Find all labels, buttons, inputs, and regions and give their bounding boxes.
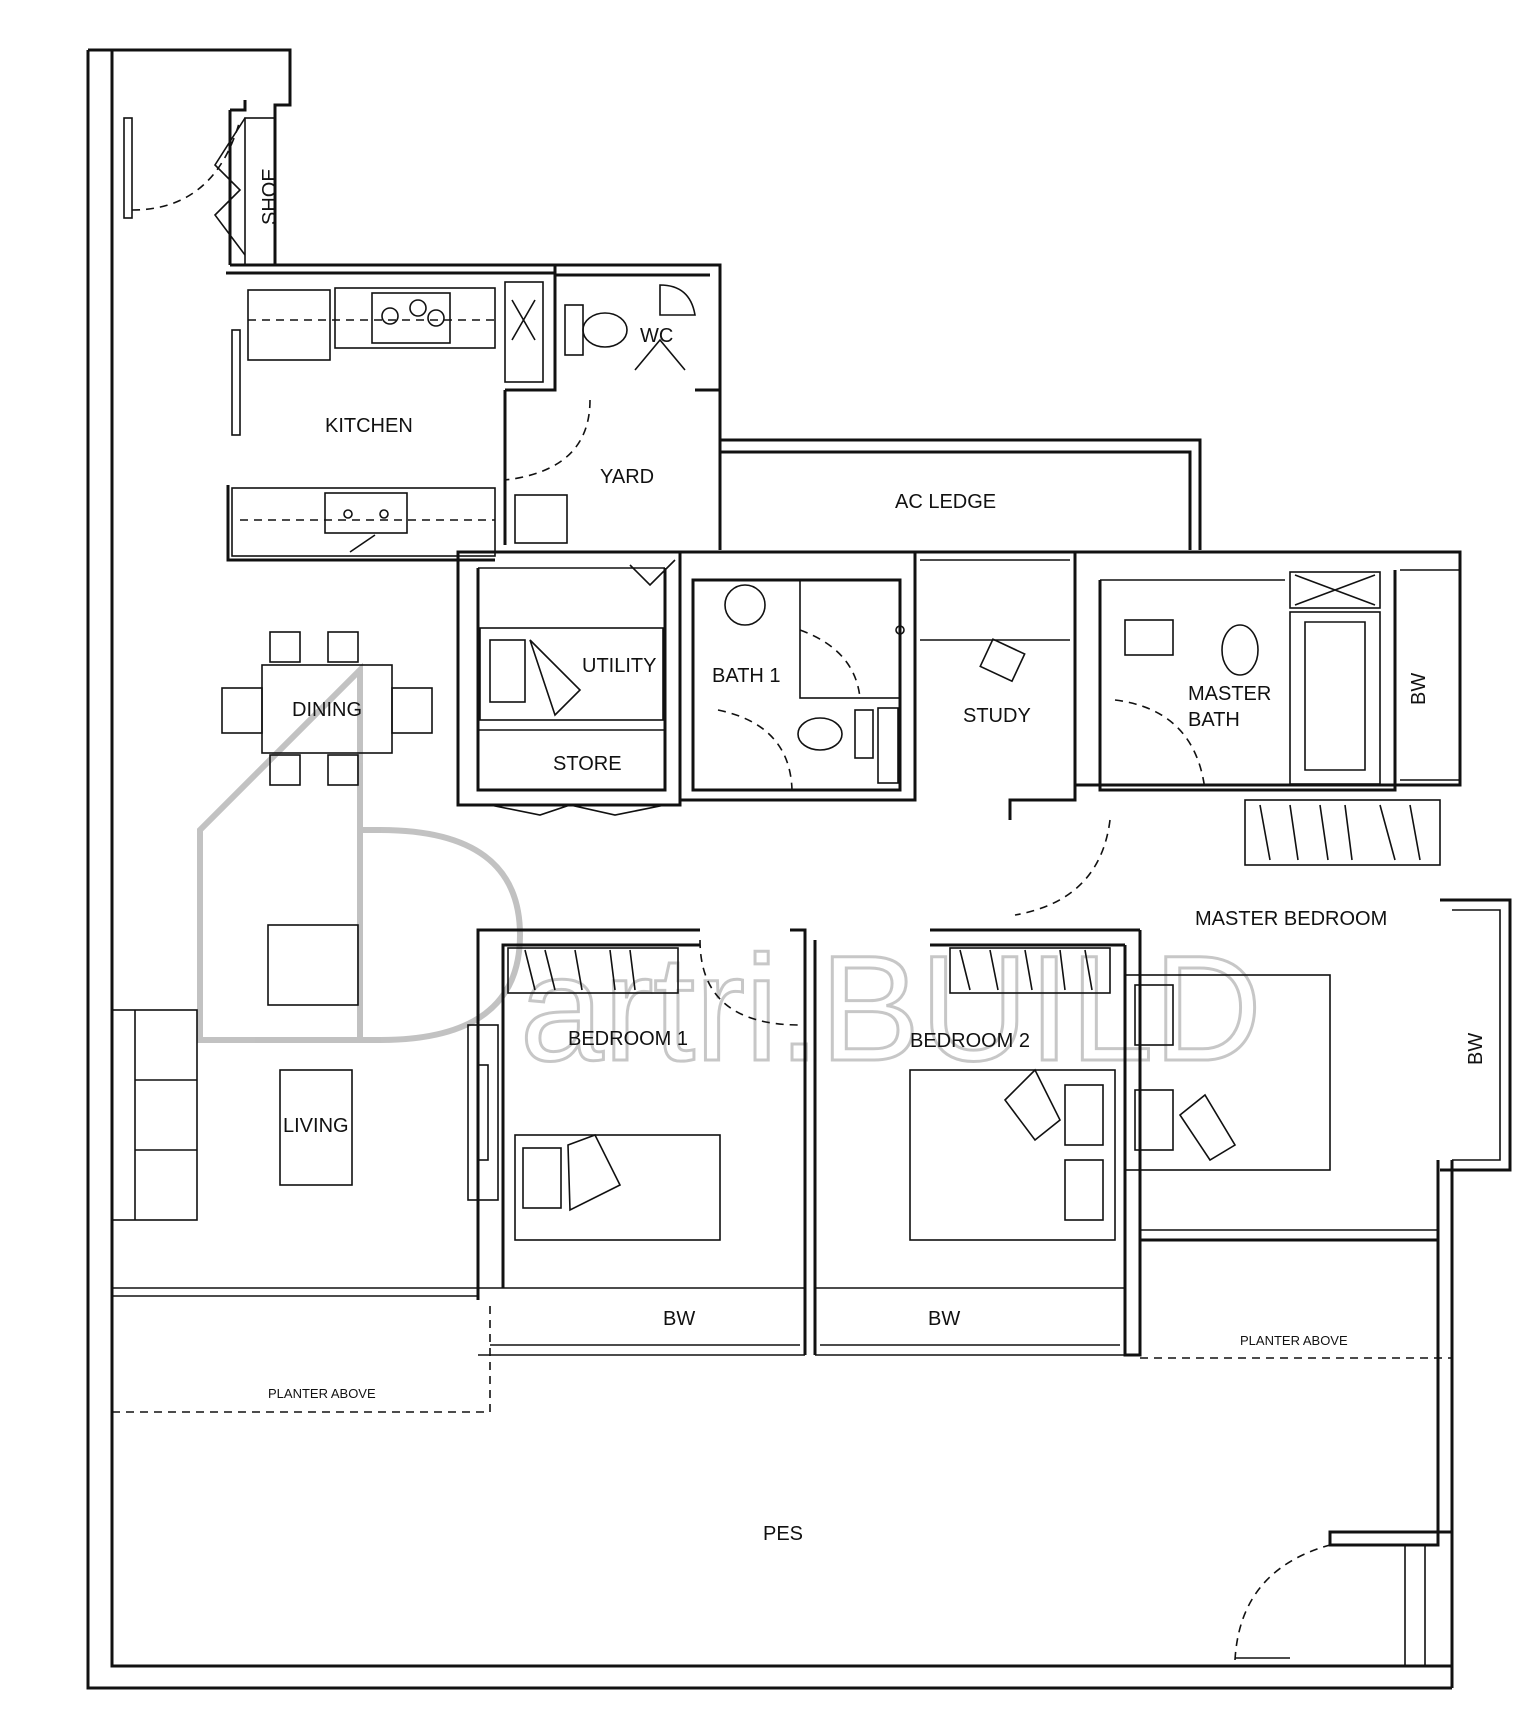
bw-master-bath-label: BW	[1408, 673, 1430, 705]
master-bath-area: MASTER BATH BW	[1075, 550, 1462, 792]
dining-area: DINING	[221, 631, 433, 786]
shoe-label: SHOE	[259, 168, 281, 225]
blanket-fold	[1003, 1068, 1062, 1142]
entrance-area: SHOE	[123, 117, 281, 266]
blanket-fold	[567, 1134, 622, 1212]
utility-label: UTILITY	[582, 655, 656, 677]
yard-area: YARD	[503, 390, 722, 550]
bw-bedroom2-label: BW	[928, 1308, 960, 1330]
wc-label: WC	[640, 325, 673, 347]
dining-chair	[221, 687, 263, 734]
bedroom2-bed	[909, 1069, 1116, 1241]
coffee-table	[279, 1069, 353, 1186]
bath1-cabinet	[877, 707, 899, 784]
planter-right-label: PLANTER ABOVE	[1240, 1333, 1348, 1348]
master-bath-basin	[1124, 619, 1174, 656]
bathtub	[1289, 611, 1381, 785]
study-area: STUDY	[915, 550, 1111, 916]
master-bath-cabinet	[1289, 571, 1381, 609]
toilet-tank	[854, 709, 874, 759]
entrance-door-leaf	[123, 117, 133, 219]
drain-icon	[343, 509, 353, 519]
tv-console	[467, 1024, 499, 1201]
bedroom1-bed	[514, 1134, 721, 1241]
pillow-icon	[1064, 1084, 1104, 1146]
kitchen-door-leaf	[231, 329, 241, 436]
bedroom2-label: BEDROOM 2	[910, 1030, 1030, 1052]
bedroom2-wardrobe	[949, 947, 1111, 994]
master-bath-label-1: MASTER	[1188, 683, 1271, 705]
master-bedroom-label: MASTER BEDROOM	[1195, 908, 1387, 930]
pes-area: PLANTER ABOVE PLANTER ABOVE PES	[112, 1300, 1452, 1666]
utility-bed	[479, 627, 664, 721]
armchair	[267, 924, 359, 1006]
bath1-shower	[799, 579, 901, 699]
master-bedroom-area: MASTER BEDROOM BW	[1123, 799, 1512, 1355]
bath1-basin	[724, 584, 766, 626]
toilet-tank	[564, 304, 584, 356]
blanket-fold	[1178, 1093, 1237, 1162]
wc-area: WC	[495, 263, 722, 392]
master-bed	[1124, 974, 1331, 1171]
toilet-bowl	[1221, 624, 1259, 676]
pillow-icon	[522, 1147, 562, 1209]
bedroom1-wardrobe	[507, 947, 679, 994]
utility-store-area: UTILITY STORE	[456, 550, 682, 816]
ac-ledge-area: AC LEDGE	[720, 438, 1202, 550]
wc-basin	[659, 284, 696, 316]
dining-chair	[269, 631, 301, 663]
pillow-icon	[489, 639, 526, 703]
watermark-logo: artri.BUILD	[197, 662, 1263, 1094]
store-label: STORE	[553, 753, 622, 775]
pes-label: PES	[763, 1523, 803, 1545]
wc-cabinet	[504, 281, 544, 383]
outer-walls	[86, 48, 1454, 1690]
kitchen-area: KITCHEN	[226, 263, 557, 562]
bath1-area: BATH 1	[680, 550, 917, 802]
dining-chair	[327, 754, 359, 786]
bw-master-bedroom-label: BW	[1465, 1033, 1487, 1065]
study-label: STUDY	[963, 705, 1031, 727]
master-bath-label-2: BATH	[1188, 709, 1240, 731]
shower-tap-icon	[895, 625, 905, 635]
dining-label: DINING	[292, 699, 362, 721]
double-sink	[324, 492, 408, 534]
master-wardrobe	[1244, 799, 1441, 866]
planter-left-label: PLANTER ABOVE	[268, 1386, 376, 1401]
drain-icon	[379, 509, 389, 519]
hob	[371, 292, 451, 344]
washing-machine	[514, 494, 568, 544]
pillow-icon	[1064, 1159, 1104, 1221]
pillow-icon	[1134, 984, 1174, 1046]
pillow-icon	[1134, 1089, 1174, 1151]
blanket-fold	[529, 639, 582, 717]
ac-ledge-label: AC LEDGE	[895, 491, 996, 513]
burner-icon	[409, 299, 427, 317]
living-label: LIVING	[283, 1115, 349, 1137]
bw-bedroom1-label: BW	[663, 1308, 695, 1330]
fridge	[247, 289, 331, 361]
burner-icon	[381, 307, 399, 325]
burner-icon	[427, 309, 445, 327]
dining-chair	[327, 631, 359, 663]
living-area: LIVING	[111, 924, 499, 1297]
bedroom1-label: BEDROOM 1	[568, 1028, 688, 1050]
study-chair	[979, 638, 1026, 683]
toilet-bowl	[582, 312, 628, 348]
kitchen-counter-top	[334, 287, 496, 349]
dining-table	[261, 664, 393, 754]
bath1-label: BATH 1	[712, 665, 781, 687]
kitchen-label: KITCHEN	[325, 415, 413, 437]
toilet-bowl	[797, 717, 843, 751]
dining-chair	[391, 687, 433, 734]
sofa	[111, 1009, 198, 1221]
dining-chair	[269, 754, 301, 786]
sink-counter	[231, 487, 496, 557]
yard-label: YARD	[600, 466, 654, 488]
bedroom1-area: BEDROOM 1 BW	[476, 928, 817, 1356]
watermark-text: artri.BUILD	[520, 924, 1262, 1092]
